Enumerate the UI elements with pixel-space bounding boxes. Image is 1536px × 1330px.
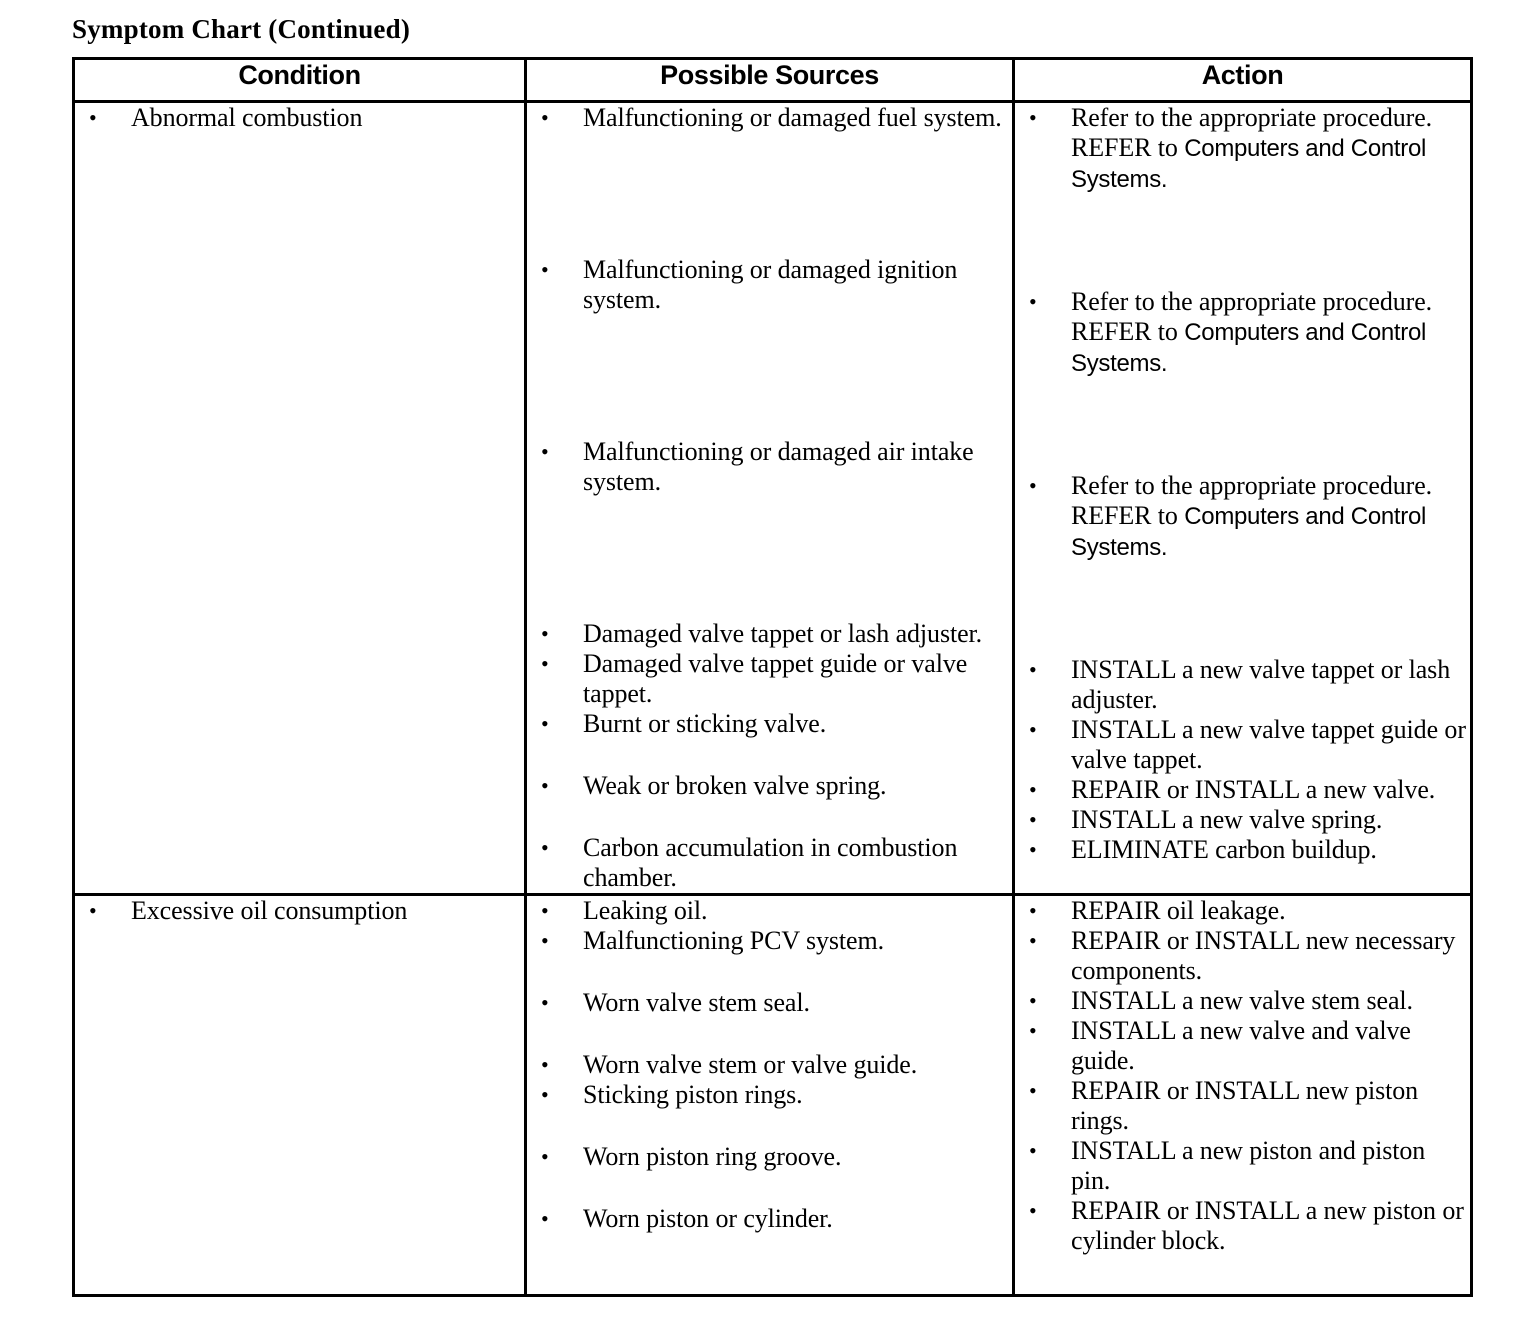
list-item: REPAIR or INSTALL a new piston or cylind…	[1015, 1196, 1470, 1256]
source-text: Worn piston or cylinder.	[583, 1204, 833, 1233]
action-text: INSTALL a new valve stem seal.	[1071, 986, 1413, 1015]
list-item: INSTALL a new valve spring.	[1015, 805, 1470, 835]
action-text: Refer to the appropriate procedure. REFE…	[1071, 103, 1433, 162]
action-text: REPAIR oil leakage.	[1071, 896, 1286, 925]
list-item: INSTALL a new piston and piston pin.	[1015, 1136, 1470, 1196]
action-text: REPAIR or INSTALL new necessary componen…	[1071, 926, 1456, 985]
cross-reference-link[interactable]: Computers and Control Systems.	[1071, 135, 1427, 193]
condition-list: Excessive oil consumption	[75, 896, 524, 926]
column-header-condition: Condition	[72, 57, 527, 103]
condition-list: Abnormal combustion	[75, 103, 524, 133]
cell-condition: Abnormal combustion	[72, 100, 527, 896]
list-item: Burnt or sticking valve.	[527, 709, 1012, 739]
action-text: INSTALL a new valve tappet guide or valv…	[1071, 715, 1466, 774]
list-item: Worn valve stem or valve guide.	[527, 1050, 1012, 1080]
list-item: REPAIR or INSTALL a new valve.	[1015, 775, 1470, 805]
source-text: Weak or broken valve spring.	[583, 771, 887, 800]
source-text: Burnt or sticking valve.	[583, 709, 827, 738]
action-text: REPAIR or INSTALL a new piston or cylind…	[1071, 1196, 1464, 1255]
possible-sources-list: Malfunctioning or damaged fuel system. M…	[527, 103, 1012, 893]
list-item: Malfunctioning PCV system.	[527, 926, 1012, 956]
list-item: Worn piston ring groove.	[527, 1142, 1012, 1172]
action-text: INSTALL a new piston and piston pin.	[1071, 1136, 1426, 1195]
action-list: REPAIR oil leakage. REPAIR or INSTALL ne…	[1015, 896, 1470, 1256]
condition-text: Excessive oil consumption	[131, 896, 408, 925]
list-item: INSTALL a new valve tappet or lash adjus…	[1015, 655, 1470, 715]
list-item: Worn valve stem seal.	[527, 988, 1012, 1018]
cell-action: REPAIR oil leakage. REPAIR or INSTALL ne…	[1012, 893, 1473, 1297]
column-header-possible-sources: Possible Sources	[524, 57, 1015, 103]
list-item: REPAIR or INSTALL new necessary componen…	[1015, 926, 1470, 986]
list-item: Damaged valve tappet or lash adjuster.	[527, 619, 1012, 649]
action-text: REPAIR or INSTALL new piston rings.	[1071, 1076, 1419, 1135]
source-text: Sticking piston rings.	[583, 1080, 803, 1109]
list-item: Carbon accumulation in combustion chambe…	[527, 833, 1012, 893]
list-item: Damaged valve tappet guide or valve tapp…	[527, 649, 1012, 709]
list-item: Malfunctioning or damaged fuel system.	[527, 103, 1012, 133]
source-text: Damaged valve tappet guide or valve tapp…	[583, 649, 968, 708]
cell-possible-sources: Malfunctioning or damaged fuel system. M…	[524, 100, 1015, 896]
list-item: ELIMINATE carbon buildup.	[1015, 835, 1470, 865]
source-text: Malfunctioning PCV system.	[583, 926, 884, 955]
action-text: ELIMINATE carbon buildup.	[1071, 835, 1377, 864]
page-title: Symptom Chart (Continued)	[72, 14, 411, 44]
list-item: Malfunctioning or damaged air intake sys…	[527, 437, 1012, 497]
possible-sources-list: Leaking oil. Malfunctioning PCV system. …	[527, 896, 1012, 1234]
action-text: INSTALL a new valve spring.	[1071, 805, 1383, 834]
action-text: INSTALL a new valve and valve guide.	[1071, 1016, 1411, 1075]
list-item: Excessive oil consumption	[75, 896, 524, 926]
action-text: Refer to the appropriate procedure. REFE…	[1071, 287, 1433, 346]
list-item: Refer to the appropriate procedure. REFE…	[1015, 471, 1470, 563]
list-item: Sticking piston rings.	[527, 1080, 1012, 1110]
table-header: Condition Possible Sources Action	[72, 57, 1473, 103]
source-text: Worn valve stem seal.	[583, 988, 810, 1017]
source-text: Worn valve stem or valve guide.	[583, 1050, 918, 1079]
column-header-action: Action	[1012, 57, 1473, 103]
table-row: Excessive oil consumption Leaking oil. M…	[72, 893, 1473, 1297]
source-text: Malfunctioning or damaged fuel system.	[583, 103, 1002, 132]
source-text: Malfunctioning or damaged ignition syste…	[583, 255, 958, 314]
source-text: Malfunctioning or damaged air intake sys…	[583, 437, 974, 496]
list-item: Refer to the appropriate procedure. REFE…	[1015, 287, 1470, 379]
list-item: INSTALL a new valve tappet guide or valv…	[1015, 715, 1470, 775]
list-item: INSTALL a new valve and valve guide.	[1015, 1016, 1470, 1076]
cell-possible-sources: Leaking oil. Malfunctioning PCV system. …	[524, 893, 1015, 1297]
table-body: Abnormal combustion Malfunctioning or da…	[72, 100, 1473, 1297]
condition-text: Abnormal combustion	[131, 103, 363, 132]
table-header-row: Condition Possible Sources Action	[72, 57, 1473, 103]
list-item: REPAIR or INSTALL new piston rings.	[1015, 1076, 1470, 1136]
action-text: REPAIR or INSTALL a new valve.	[1071, 775, 1436, 804]
cross-reference-link[interactable]: Computers and Control Systems.	[1071, 503, 1427, 561]
list-item: Leaking oil.	[527, 896, 1012, 926]
action-list: Refer to the appropriate procedure. REFE…	[1015, 103, 1470, 865]
list-item: Refer to the appropriate procedure. REFE…	[1015, 103, 1470, 195]
list-item: Weak or broken valve spring.	[527, 771, 1012, 801]
source-text: Leaking oil.	[583, 896, 708, 925]
list-item: REPAIR oil leakage.	[1015, 896, 1470, 926]
source-text: Worn piston ring groove.	[583, 1142, 842, 1171]
list-item: Malfunctioning or damaged ignition syste…	[527, 255, 1012, 315]
action-text: INSTALL a new valve tappet or lash adjus…	[1071, 655, 1451, 714]
list-item: Abnormal combustion	[75, 103, 524, 133]
list-item: Worn piston or cylinder.	[527, 1204, 1012, 1234]
cell-condition: Excessive oil consumption	[72, 893, 527, 1297]
cross-reference-link[interactable]: Computers and Control Systems.	[1071, 319, 1427, 377]
table-row: Abnormal combustion Malfunctioning or da…	[72, 100, 1473, 896]
action-text: Refer to the appropriate procedure. REFE…	[1071, 471, 1433, 530]
symptom-chart-table: Condition Possible Sources Action Abnorm…	[72, 57, 1473, 1297]
cell-action: Refer to the appropriate procedure. REFE…	[1012, 100, 1473, 896]
list-item: INSTALL a new valve stem seal.	[1015, 986, 1470, 1016]
source-text: Carbon accumulation in combustion chambe…	[583, 833, 958, 892]
source-text: Damaged valve tappet or lash adjuster.	[583, 619, 983, 648]
